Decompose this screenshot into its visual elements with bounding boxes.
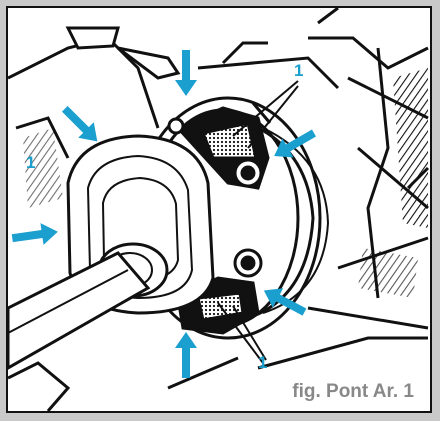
- callout-leaders: [217, 80, 299, 364]
- figure-panel: 1 1 1 fig. Pont Ar. 1: [6, 6, 432, 413]
- arrow-top-icon: [175, 50, 197, 96]
- callout-label-bottom: 1: [258, 353, 267, 372]
- arrow-right-lower-icon: [263, 288, 307, 316]
- drive-shaft: [8, 251, 151, 411]
- arrow-left-icon: [11, 223, 58, 245]
- arrow-upper-left-icon: [61, 105, 98, 142]
- hatch-shadows: [23, 68, 428, 298]
- arrow-right-upper-icon: [274, 129, 316, 158]
- driveshaft-boot-diagram: 1 1 1: [8, 8, 430, 411]
- figure-caption: fig. Pont Ar. 1: [290, 381, 416, 403]
- arrows: [11, 50, 316, 378]
- callout-label-left: 1: [26, 153, 35, 172]
- callout-label-top: 1: [294, 61, 303, 80]
- arrow-bottom-icon: [175, 332, 197, 378]
